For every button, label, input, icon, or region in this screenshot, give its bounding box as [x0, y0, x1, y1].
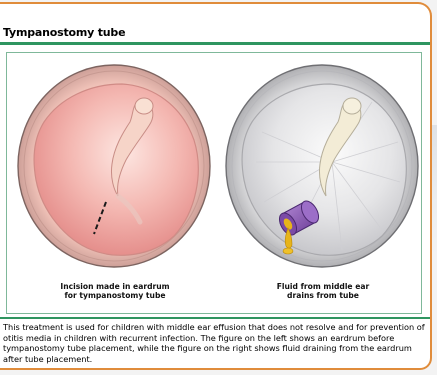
description-divider [0, 317, 430, 319]
figure-title: Tympanostomy tube [3, 26, 125, 39]
right-caption-line1: Fluid from middle ear [248, 282, 398, 291]
left-caption-line2: for tympanostomy tube [40, 291, 190, 300]
eardrum-inflamed-illustration [14, 62, 214, 270]
left-caption: Incision made in eardrum for tympanostom… [40, 282, 190, 300]
figure-description: This treatment is used for children with… [3, 322, 427, 364]
eardrum-with-tube-illustration [222, 62, 422, 270]
title-divider [0, 42, 430, 45]
left-caption-line1: Incision made in eardrum [40, 282, 190, 291]
right-caption: Fluid from middle ear drains from tube [248, 282, 398, 300]
right-caption-line2: drains from tube [248, 291, 398, 300]
figure-card: Tympanostomy tube [0, 2, 432, 370]
